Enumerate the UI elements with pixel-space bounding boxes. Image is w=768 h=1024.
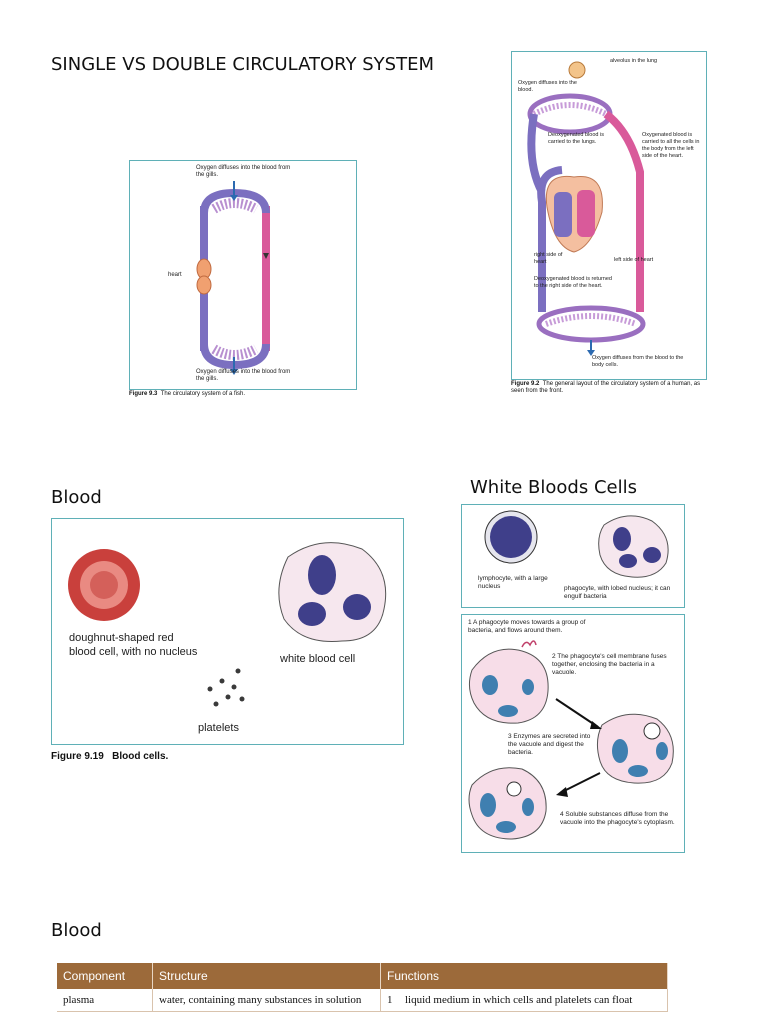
human-caption-text: The general layout of the circulatory sy… — [511, 381, 701, 394]
phagocytosis-step-1: 1 A phagocyte moves towards a group of b… — [468, 619, 586, 634]
circulatory-title: SINGLE VS DOUBLE CIRCULATORY SYSTEM — [51, 54, 434, 75]
alveolus-label: alveolus in the lung — [610, 58, 658, 64]
fish-circulation-diagram — [196, 181, 270, 375]
blood-cells-caption: Figure 9.19 Blood cells. — [51, 751, 168, 762]
deoxygenated-returned-label: Deoxygenated blood is returned to the ri… — [534, 276, 612, 289]
human-caption-number: Figure 9.2 — [511, 381, 540, 387]
fish-caption-number: Figure 9.3 — [129, 391, 158, 397]
oxygen-into-blood-label: Oxygen diffuses into the blood. — [518, 80, 577, 93]
platelets-label: platelets — [198, 722, 239, 734]
fish-caption-text: The circulatory system of a fish. — [160, 391, 246, 397]
table-row: plasma water, containing many substances… — [57, 989, 668, 1012]
blood-table-title: Blood — [51, 920, 102, 941]
blood-components-table-wrap: Component Structure Functions plasma wat… — [57, 963, 668, 1024]
lymphocyte-label: lymphocyte, with a large nucleus — [478, 575, 548, 590]
fish-circulation-figure: Oxygen diffuses into the blood from the … — [129, 160, 357, 390]
function-number: 1 — [387, 994, 393, 1006]
column-header-structure: Structure — [152, 963, 381, 989]
phagocytosis-step-3: 3 Enzymes are secreted into the vacuole … — [508, 733, 591, 756]
phagocytosis-diagram — [468, 640, 674, 840]
rbc-label: doughnut-shaped red blood cell, with no … — [69, 632, 198, 658]
deoxygenated-to-lungs-label: Deoxygenated blood is carried to the lun… — [548, 132, 604, 145]
blood-cells-caption-text: Blood cells. — [112, 751, 169, 762]
phagocytosis-step-2: 2 The phagocyte's cell membrane fuses to… — [552, 653, 667, 676]
fish-bottom-label: Oxygen diffuses into the blood from the … — [196, 369, 291, 382]
oxygen-to-cells-label: Oxygen diffuses from the blood to the bo… — [592, 355, 684, 368]
left-side-heart-label: left side of heart — [614, 257, 654, 263]
wbc-label: white blood cell — [280, 653, 356, 665]
phagocyte-label: phagocyte, with lobed nucleus; it can en… — [564, 585, 671, 600]
cell-structure: water, containing many substances in sol… — [152, 989, 381, 1012]
blood-title: Blood — [51, 487, 102, 508]
wbc-types-diagram — [484, 510, 669, 578]
table-header-row: Component Structure Functions — [57, 963, 668, 989]
blood-cells-caption-number: Figure 9.19 — [51, 751, 104, 762]
cell-function: 1 liquid medium in which cells and platel… — [380, 989, 668, 1012]
column-header-component: Component — [57, 963, 153, 989]
function-text: liquid medium in which cells and platele… — [405, 994, 633, 1006]
blood-cells-diagram — [68, 542, 387, 707]
column-header-functions: Functions — [380, 963, 668, 989]
right-side-heart-label: right side of heart — [534, 252, 563, 265]
oxygenated-to-cells-label: Oxygenated blood is carried to all the c… — [642, 132, 700, 159]
phagocytosis-step-4: 4 Soluble substances diffuse from the va… — [560, 811, 675, 826]
human-caption: Figure 9.2 The general layout of the cir… — [511, 381, 707, 395]
human-circulation-diagram — [527, 61, 646, 356]
blood-cells-figure: doughnut-shaped red blood cell, with no … — [51, 518, 404, 745]
blood-components-table: Component Structure Functions plasma wat… — [57, 963, 668, 1012]
human-circulation-figure: alveolus in the lung Oxygen diffuses int… — [511, 51, 707, 380]
phagocytosis-figure: 1 A phagocyte moves towards a group of b… — [461, 614, 685, 853]
fish-heart-label: heart — [168, 272, 182, 278]
fish-caption: Figure 9.3 The circulatory system of a f… — [129, 391, 245, 397]
fish-top-label: Oxygen diffuses into the blood from the … — [196, 165, 291, 178]
wbc-title: White Bloods Cells — [470, 477, 637, 498]
wbc-types-figure: lymphocyte, with a large nucleus phagocy… — [461, 504, 685, 608]
cell-component: plasma — [57, 989, 153, 1012]
